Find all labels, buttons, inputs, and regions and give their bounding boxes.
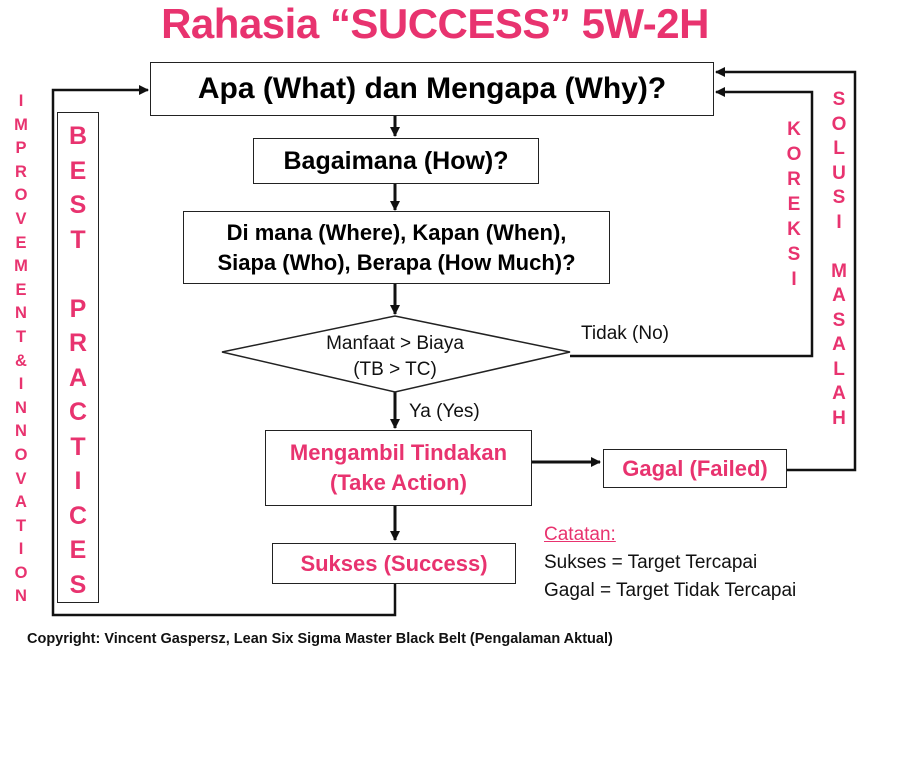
vertical-letter: S [832,187,846,208]
vertical-letter [75,262,82,297]
vertical-letter: R [68,329,88,357]
node-where-when-line1: Di mana (Where), Kapan (When), [226,219,567,245]
node-what-why: Apa (What) dan Mengapa (Why)? [150,62,714,116]
vertical-letter: S [69,191,87,219]
best-practices-box [57,112,99,603]
arrow-success-improvement [51,85,397,617]
vertical-letter: T [15,516,27,535]
vertical-letter: I [18,375,24,394]
vertical-letter: S [69,570,87,599]
vertical-letter: M [831,260,847,282]
vertical-letter: A [832,383,846,404]
vertical-letter: T [70,225,86,254]
vertical-letter: A [15,493,27,512]
vertical-letter: T [70,432,86,461]
vertical-letter: K [787,219,801,240]
node-what-why-label: Apa (What) dan Mengapa (Why)? [197,72,667,105]
vertical-letter: E [69,536,87,564]
vertical-letter: I [74,467,82,495]
vertical-letter: R [15,162,27,181]
vertical-letter: E [787,194,801,215]
copyright: Copyright: Vincent Gaspersz, Lean Six Si… [27,631,613,647]
vertical-letter: P [69,294,87,323]
vertical-letter: M [14,115,28,134]
vertical-letter: S [787,244,801,265]
vertical-letter: N [15,422,27,441]
vertical-letter: I [18,540,24,559]
decision-line1: Manfaat > Biaya [326,333,464,354]
vertical-letter: S [832,89,846,110]
decision-text: Manfaat > Biaya (TB > TC) [280,331,510,383]
vertical-letter: I [836,211,842,233]
node-take-action: Mengambil Tindakan (Take Action) [265,430,532,506]
vertical-letter: O [786,144,802,165]
edge-label-yes: Ya (Yes) [409,401,480,422]
notes-line1: Sukses = Target Tercapai [544,552,758,573]
vertical-letter: N [15,398,27,417]
node-success: Sukses (Success) [272,543,516,584]
vertical-letter: A [832,285,846,306]
vertical-letter: L [833,138,845,159]
vertical-letter: I [791,269,797,290]
page-title: Rahasia “SUCCESS” 5W-2H [161,0,709,47]
vertical-letter: C [68,501,88,530]
node-where-when-line2: Siapa (Who), Berapa (How Much)? [217,249,576,275]
notes-heading: Catatan: [544,524,616,545]
vertical-letter: N [15,587,27,606]
vertical-letter: I [18,92,24,110]
arrow-failed-solusi [715,67,857,472]
vertical-letter: A [68,363,88,392]
node-take-action-line2: (Take Action) [330,470,467,495]
vertical-letter: E [15,280,27,299]
vertical-letter: N [15,304,27,323]
vertical-letter: E [69,156,87,185]
vertical-letter: P [15,139,27,158]
vertical-letter: E [15,233,27,252]
vertical-letter: & [15,351,27,370]
vertical-letter [836,237,841,262]
vertical-letter: O [14,186,28,205]
notes: Catatan: Sukses = Target Tercapai Gagal … [544,521,796,605]
node-failed: Gagal (Failed) [603,449,787,488]
node-where-when: Di mana (Where), Kapan (When), Siapa (Wh… [183,211,610,284]
node-how-label: Bagaimana (How)? [283,146,509,175]
notes-line2: Gagal = Target Tidak Tercapai [544,580,797,601]
vertical-letter: V [15,209,27,228]
node-take-action-line1: Mengambil Tindakan [289,440,508,465]
edge-label-no: Tidak (No) [581,323,669,344]
decision-diamond [221,315,571,393]
vertical-letter: L [833,358,845,380]
vertical-letter: T [15,327,27,346]
node-how: Bagaimana (How)? [253,138,539,184]
vertical-letter: S [832,309,846,331]
arrow-no-koreksi [570,87,814,358]
node-success-label: Sukses (Success) [300,550,488,576]
vertical-letter: R [787,169,801,190]
vertical-letter: A [832,334,846,355]
vertical-letter: O [14,445,28,464]
vertical-letter: M [14,257,28,276]
vertical-letter: C [68,398,88,426]
vertical-letter: B [68,122,88,150]
vertical-letter: V [15,469,27,488]
node-failed-label: Gagal (Failed) [622,455,768,481]
vertical-letter: O [831,113,847,135]
vertical-letter: O [14,563,28,582]
decision-line2: (TB > TC) [353,359,437,380]
vertical-letter: U [832,162,846,184]
vertical-letter: H [832,407,846,429]
vertical-letter: K [787,119,801,140]
